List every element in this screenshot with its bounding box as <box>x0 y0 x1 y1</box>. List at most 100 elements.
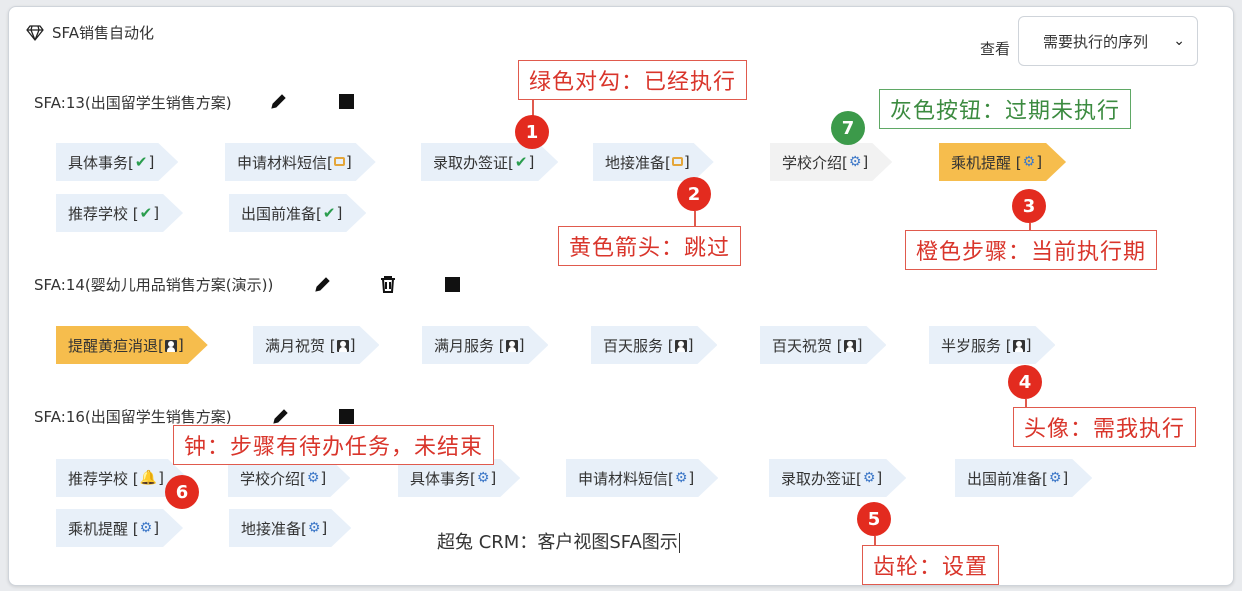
skip-arrow-icon <box>672 157 683 166</box>
annotation-callout: 黄色箭头：跳过 <box>558 226 742 266</box>
annotation-callout: 钟：步骤有待办任务，未结束 <box>173 425 495 465</box>
step-button[interactable]: 学校介绍[⚙] <box>228 459 350 497</box>
annotation-badge: 2 <box>677 177 711 211</box>
step-label: 学校介绍[ <box>240 469 306 488</box>
step-suffix: ] <box>345 153 352 171</box>
step-button[interactable]: 出国前准备[⚙] <box>955 459 1092 497</box>
annotation-callout: 绿色对勾：已经执行 <box>518 60 748 100</box>
annotation-leader <box>1029 223 1031 231</box>
annotation-badge: 6 <box>165 475 199 509</box>
step-label: 乘机提醒 [ <box>68 519 139 538</box>
plan-title-sfa14: SFA:14(婴幼儿用品销售方案(演示)) <box>34 276 274 294</box>
edit-icon[interactable] <box>270 92 288 110</box>
gear-icon: ⚙ <box>307 520 321 536</box>
edit-icon[interactable] <box>314 275 332 293</box>
step-button[interactable]: 录取办签证[⚙] <box>769 459 906 497</box>
skip-arrow-icon <box>334 157 345 166</box>
step-button[interactable]: 地接准备[] <box>593 143 714 181</box>
annotation-badge: 3 <box>1012 189 1046 223</box>
person-icon <box>337 340 349 352</box>
step-suffix: ] <box>528 153 535 171</box>
gear-icon: ⚙ <box>862 470 876 486</box>
step-label: 半岁服务 [ <box>941 336 1012 355</box>
step-label: 满月服务 [ <box>434 336 505 355</box>
annotation-badge: 1 <box>515 115 549 149</box>
edit-icon[interactable] <box>272 407 290 425</box>
step-button-expired[interactable]: 学校介绍[⚙] <box>770 143 892 181</box>
step-button[interactable]: 申请材料短信[⚙] <box>566 459 718 497</box>
view-select[interactable]: 需要执行的序列 ⌄ <box>1018 16 1198 66</box>
step-button[interactable]: 出国前准备[✔] <box>229 194 366 232</box>
annotation-callout: 灰色按钮：过期未执行 <box>879 89 1132 129</box>
step-button[interactable]: 满月祝贺 [] <box>253 326 379 364</box>
annotation-callout: 齿轮：设置 <box>862 545 1000 585</box>
step-suffix: ] <box>490 469 497 487</box>
step-label: 提醒黄疸消退[ <box>68 336 164 355</box>
step-button[interactable]: 百天祝贺 [] <box>760 326 886 364</box>
annotation-badge: 4 <box>1008 365 1042 399</box>
annotation-callout: 橙色步骤：当前执行期 <box>905 230 1158 270</box>
step-suffix: ] <box>153 519 160 537</box>
step-suffix: ] <box>349 336 356 354</box>
panel-header: SFA销售自动化 <box>26 22 154 43</box>
step-button[interactable]: 具体事务[✔] <box>56 143 178 181</box>
step-label: 满月祝贺 [ <box>265 336 336 355</box>
step-suffix: ] <box>683 153 690 171</box>
step-button-current[interactable]: 乘机提醒 [⚙] <box>939 143 1066 181</box>
step-suffix: ] <box>153 204 160 222</box>
gear-icon: ⚙ <box>674 470 688 486</box>
gear-icon: ⚙ <box>1048 470 1062 486</box>
step-suffix: ] <box>177 336 184 354</box>
step-suffix: ] <box>876 469 883 487</box>
stop-icon[interactable] <box>339 94 354 109</box>
plan-title-sfa16: SFA:16(出国留学生销售方案) <box>34 408 232 426</box>
step-suffix: ] <box>1036 153 1043 171</box>
person-icon <box>1013 340 1025 352</box>
step-button[interactable]: 推荐学校 [🔔] <box>56 459 188 497</box>
caption-text: 超兔 CRM：客户视图SFA图示 <box>437 532 680 553</box>
person-icon <box>506 340 518 352</box>
person-icon <box>844 340 856 352</box>
step-label: 申请材料短信[ <box>237 153 333 172</box>
text-cursor <box>678 533 680 553</box>
step-button-current[interactable]: 提醒黄疸消退[] <box>56 326 208 364</box>
step-button[interactable]: 乘机提醒 [⚙] <box>56 509 183 547</box>
check-icon: ✔ <box>134 153 148 171</box>
gear-icon: ⚙ <box>139 520 153 536</box>
step-suffix: ] <box>1062 469 1069 487</box>
plan-title-sfa13: SFA:13(出国留学生销售方案) <box>34 94 232 112</box>
annotation-leader <box>874 536 876 546</box>
view-label: 查看 <box>980 40 1011 58</box>
step-label: 乘机提醒 [ <box>951 153 1022 172</box>
step-button[interactable]: 录取办签证[✔] <box>421 143 558 181</box>
annotation-badge: 7 <box>831 111 865 145</box>
step-suffix: ] <box>862 153 869 171</box>
step-button[interactable]: 半岁服务 [] <box>929 326 1055 364</box>
step-suffix: ] <box>148 153 155 171</box>
annotation-callout: 头像：需我执行 <box>1013 407 1197 447</box>
step-label: 百天服务 [ <box>603 336 674 355</box>
step-button[interactable]: 满月服务 [] <box>422 326 548 364</box>
step-button[interactable]: 地接准备[⚙] <box>229 509 351 547</box>
step-label: 推荐学校 [ <box>68 469 139 488</box>
view-select-value: 需要执行的序列 <box>1043 32 1149 51</box>
step-label: 出国前准备[ <box>241 204 322 223</box>
step-label: 申请材料短信[ <box>578 469 674 488</box>
step-label: 百天祝贺 [ <box>772 336 843 355</box>
trash-icon[interactable] <box>380 275 396 293</box>
step-label: 地接准备[ <box>605 153 671 172</box>
gear-icon: ⚙ <box>306 470 320 486</box>
step-suffix: ] <box>856 336 863 354</box>
step-suffix: ] <box>320 469 327 487</box>
step-button[interactable]: 百天服务 [] <box>591 326 717 364</box>
stop-icon[interactable] <box>445 277 460 292</box>
step-button[interactable]: 具体事务[⚙] <box>398 459 520 497</box>
step-label: 推荐学校 [ <box>68 204 139 223</box>
stop-icon[interactable] <box>339 409 354 424</box>
step-suffix: ] <box>688 469 695 487</box>
step-suffix: ] <box>687 336 694 354</box>
step-button[interactable]: 申请材料短信[] <box>225 143 376 181</box>
step-label: 具体事务[ <box>410 469 476 488</box>
step-button[interactable]: 推荐学校 [✔] <box>56 194 183 232</box>
step-label: 地接准备[ <box>241 519 307 538</box>
